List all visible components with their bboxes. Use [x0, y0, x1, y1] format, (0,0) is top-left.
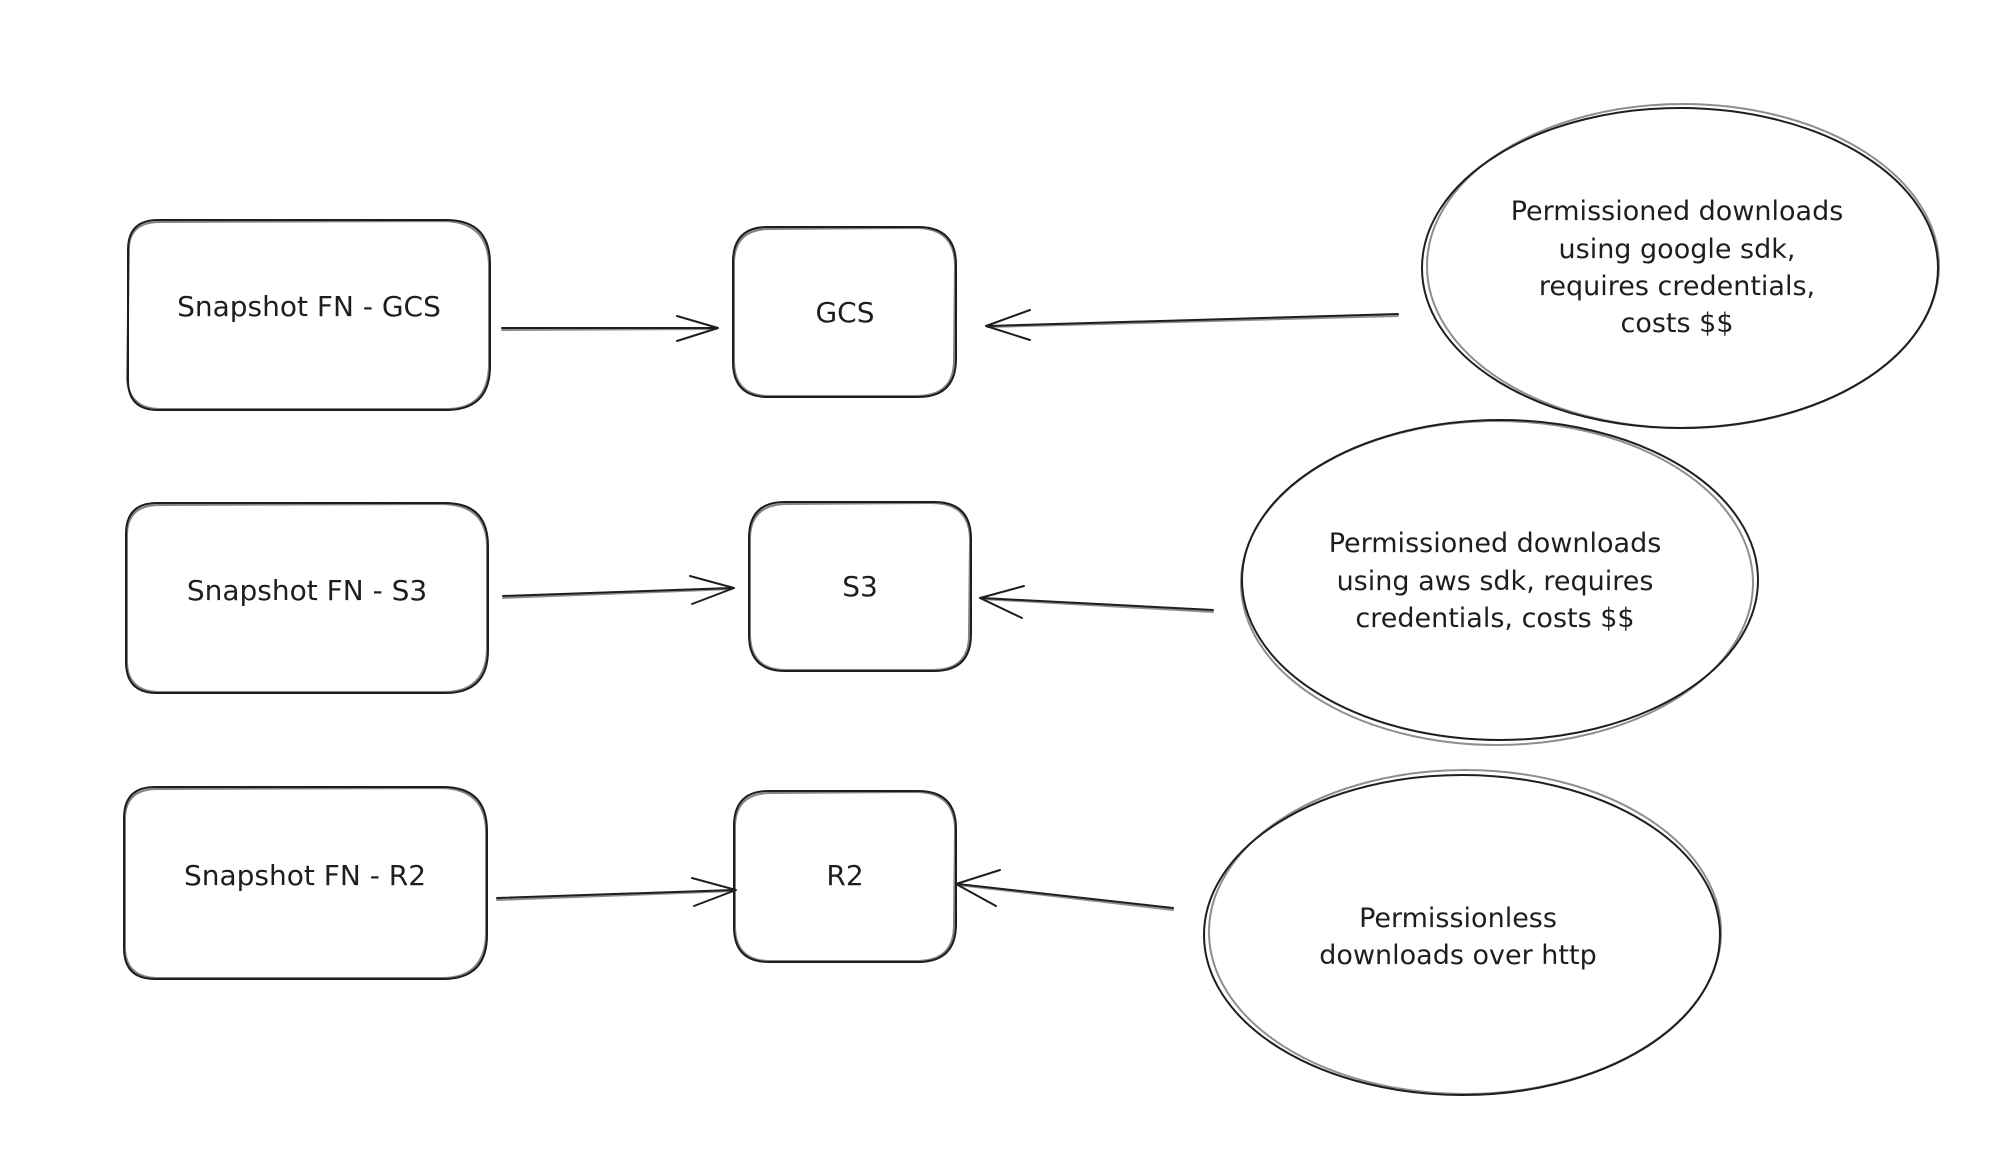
- snapshot-fn-s3-label: Snapshot FN - S3: [187, 574, 427, 607]
- row-gcs: Snapshot FN - GCS GCS Permissioned downl…: [126, 103, 1940, 429]
- s3-label: S3: [842, 570, 878, 603]
- arrow-note-to-s3: [979, 585, 1214, 619]
- s3-note-ellipse: Permissioned downloads using aws sdk, re…: [1240, 419, 1759, 746]
- r2-note-ellipse: Permissionless downloads over http: [1203, 769, 1722, 1096]
- gcs-note-line-2: using google sdk,: [1559, 234, 1796, 265]
- row-s3: Snapshot FN - S3 S3 Permissioned downloa…: [125, 419, 1759, 746]
- snapshot-fn-s3-box[interactable]: Snapshot FN - S3: [125, 502, 489, 694]
- arrow-fn-to-s3: [502, 575, 735, 605]
- s3-box[interactable]: S3: [748, 501, 972, 672]
- r2-note-line-2: downloads over http: [1319, 940, 1596, 971]
- r2-box[interactable]: R2: [733, 790, 957, 963]
- arrow-note-to-gcs: [985, 309, 1399, 341]
- gcs-note-line-3: requires credentials,: [1539, 271, 1815, 302]
- snapshot-fn-gcs-box[interactable]: Snapshot FN - GCS: [126, 219, 491, 411]
- r2-label: R2: [826, 859, 863, 892]
- gcs-note-ellipse: Permissioned downloads using google sdk,…: [1421, 103, 1940, 429]
- gcs-note-line-1: Permissioned downloads: [1511, 196, 1844, 227]
- snapshot-fn-r2-label: Snapshot FN - R2: [184, 859, 426, 892]
- snapshot-fn-gcs-label: Snapshot FN - GCS: [177, 290, 441, 323]
- s3-note-line-1: Permissioned downloads: [1329, 528, 1662, 559]
- arrow-note-to-r2: [955, 869, 1174, 911]
- row-r2: Snapshot FN - R2 R2 Permissionless downl…: [123, 769, 1722, 1096]
- gcs-label: GCS: [815, 296, 874, 329]
- gcs-box[interactable]: GCS: [732, 226, 957, 398]
- s3-note-line-3: credentials, costs $$: [1355, 603, 1634, 634]
- arrow-fn-to-gcs: [501, 315, 719, 342]
- gcs-note-line-4: costs $$: [1620, 308, 1733, 339]
- arrow-fn-to-r2: [496, 877, 737, 907]
- r2-note-line-1: Permissionless: [1359, 903, 1557, 934]
- snapshot-fn-r2-box[interactable]: Snapshot FN - R2: [123, 786, 488, 980]
- s3-note-line-2: using aws sdk, requires: [1337, 566, 1654, 597]
